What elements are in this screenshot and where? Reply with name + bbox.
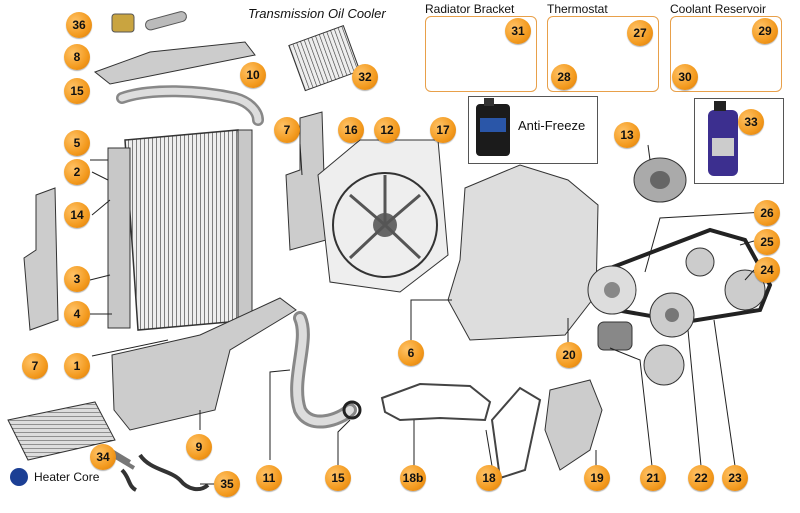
heater-core-label: Heater Core — [34, 470, 100, 484]
fluid-box — [694, 98, 784, 184]
part-badge[interactable]: 2 — [64, 159, 90, 185]
antifreeze-box — [468, 96, 598, 164]
part-badge[interactable]: 18 — [476, 465, 502, 491]
water-pump-part — [544, 379, 603, 471]
thermostat-title: Thermostat — [547, 2, 608, 16]
part-badge[interactable]: 30 — [672, 64, 698, 90]
part-badge[interactable]: 14 — [64, 202, 90, 228]
part-badge[interactable]: 18b — [400, 465, 426, 491]
fitting-part — [111, 11, 187, 33]
belt-drive-part — [587, 227, 773, 386]
part-badge[interactable]: 7 — [22, 353, 48, 379]
part-badge[interactable]: 9 — [186, 434, 212, 460]
part-badge[interactable]: 32 — [352, 64, 378, 90]
part-badge[interactable]: 5 — [64, 130, 90, 156]
part-badge[interactable]: 15 — [64, 78, 90, 104]
gasket-part — [380, 382, 492, 422]
air-duct-part — [111, 297, 297, 431]
part-badge[interactable]: 33 — [738, 109, 764, 135]
part-badge[interactable]: 23 — [722, 465, 748, 491]
part-badge[interactable]: 36 — [66, 12, 92, 38]
part-badge[interactable]: 35 — [214, 471, 240, 497]
fan-clutch-part — [633, 157, 687, 203]
right-seal-part — [285, 111, 327, 251]
part-badge[interactable]: 29 — [752, 18, 778, 44]
upper-shroud-part — [93, 41, 256, 85]
part-badge[interactable]: 4 — [64, 301, 90, 327]
part-badge[interactable]: 6 — [398, 340, 424, 366]
part-badge[interactable]: 26 — [754, 200, 780, 226]
transmission-cooler-part — [288, 25, 361, 92]
part-badge[interactable]: 25 — [754, 229, 780, 255]
part-badge[interactable]: 10 — [240, 62, 266, 88]
mopar-logo-icon — [10, 468, 28, 486]
part-badge[interactable]: 20 — [556, 342, 582, 368]
fluid-bottle-icon — [708, 101, 738, 176]
hose-clamp-part — [342, 400, 362, 420]
part-badge[interactable]: 24 — [754, 257, 780, 283]
pump-gasket-part — [490, 386, 542, 480]
part-badge[interactable]: 13 — [614, 122, 640, 148]
part-badge[interactable]: 16 — [338, 117, 364, 143]
antifreeze-label: Anti-Freeze — [518, 118, 586, 133]
heater-hose-part — [138, 453, 210, 492]
fan-shroud-part — [317, 139, 449, 293]
part-badge[interactable]: 15 — [325, 465, 351, 491]
fan-housing-part — [447, 164, 599, 341]
part-badge[interactable]: 22 — [688, 465, 714, 491]
part-badge[interactable]: 1 — [64, 353, 90, 379]
part-badge[interactable]: 11 — [256, 465, 282, 491]
heater-core-part — [7, 401, 136, 470]
part-badge[interactable]: 3 — [64, 266, 90, 292]
leader-lines — [89, 143, 767, 485]
part-badge[interactable]: 8 — [64, 44, 90, 70]
part-badge[interactable]: 12 — [374, 117, 400, 143]
part-badge[interactable]: 19 — [584, 465, 610, 491]
coolant-reservoir-title: Coolant Reservoir — [670, 2, 767, 16]
antifreeze-jug-icon — [476, 98, 510, 156]
trans-cooler-title: Transmission Oil Cooler — [248, 6, 386, 21]
radiator-part — [107, 129, 253, 331]
part-badge[interactable]: 27 — [627, 20, 653, 46]
part-badge[interactable]: 21 — [640, 465, 666, 491]
left-seal-part — [23, 187, 59, 331]
radiator-bracket-title: Radiator Bracket — [425, 2, 515, 16]
part-badge[interactable]: 34 — [90, 444, 116, 470]
part-badge[interactable]: 17 — [430, 117, 456, 143]
part-badge[interactable]: 7 — [274, 117, 300, 143]
part-badge[interactable]: 31 — [505, 18, 531, 44]
part-badge[interactable]: 28 — [551, 64, 577, 90]
